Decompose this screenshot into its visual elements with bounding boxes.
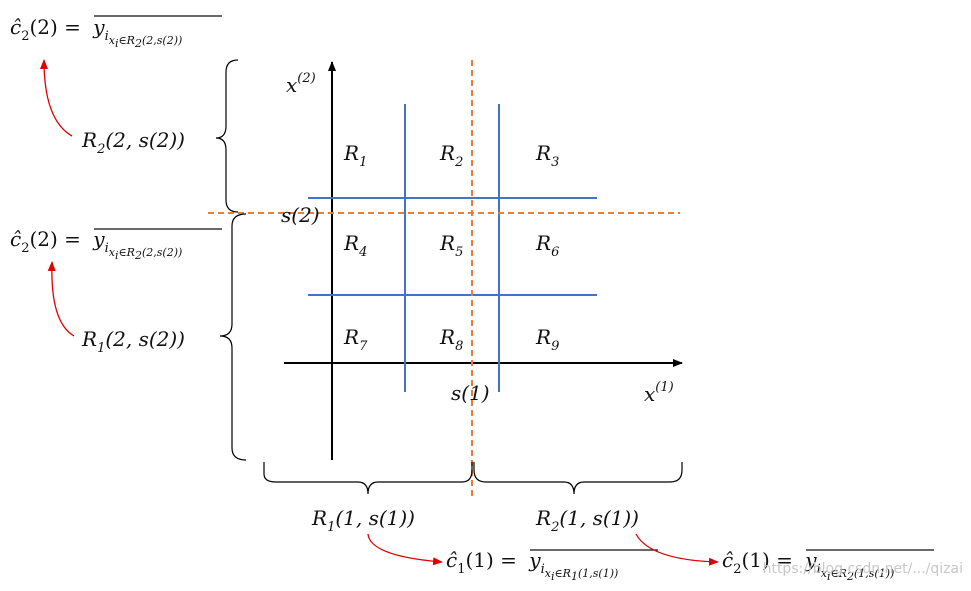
formula-bottom-right: ĉ2(1) = yixi∈R2(1,s(1)) (722, 548, 934, 583)
watermark: https://blog.csdn.net/.../qizai (762, 561, 963, 577)
region-label-1: R1 (343, 141, 367, 170)
y-axis-label: x(2) (286, 71, 316, 97)
brace-bottom-right (473, 462, 683, 495)
brace-bottom-left (263, 462, 473, 495)
brace-left-lower (219, 213, 247, 461)
arrow-top-formula (40, 59, 73, 137)
partition-label-left-lower: R1(2, s(2)) (81, 327, 185, 356)
partition-label-bottom-left: R1(1, s(1)) (311, 506, 415, 535)
partition-label-bottom-right: R2(1, s(1)) (535, 506, 639, 535)
region-label-7: R7 (343, 325, 368, 354)
arrow-bottom-right-formula (635, 533, 719, 566)
region-label-9: R9 (535, 325, 559, 354)
split-label-s2: s(2) (281, 203, 320, 227)
region-label-4: R4 (343, 231, 367, 260)
split-label-s1: s(1) (451, 381, 490, 405)
formula-middle: ĉ2(2) = yixi∈R2(2,s(2)) (10, 227, 222, 262)
arrow-middle-formula (47, 261, 75, 337)
partition-label-left-upper: R2(2, s(2)) (81, 128, 185, 157)
x-axis-label: x(1) (644, 380, 674, 406)
svg-text:ĉ2(1) = yixi∈R2(1,s(1)): ĉ2(1) = yixi∈R2(1,s(1)) (722, 548, 894, 583)
formula-bottom-left: ĉ1(1) = yixi∈R1(1,s(1)) (446, 548, 658, 583)
svg-text:ĉ1(1) = yixi∈R1(1,s(1)): ĉ1(1) = yixi∈R1(1,s(1)) (446, 548, 618, 583)
region-label-8: R8 (439, 325, 463, 354)
region-label-6: R6 (535, 231, 559, 260)
formula-top: ĉ2(2) = yixi∈R2(2,s(2)) (10, 15, 222, 50)
brace-left-upper (215, 59, 239, 213)
arrow-bottom-left-formula (367, 533, 443, 566)
region-label-3: R3 (535, 141, 559, 170)
region-label-5: R5 (439, 231, 463, 260)
region-label-2: R2 (439, 141, 463, 170)
svg-text:ĉ2(2) = yixi∈R2(2,s(2)): ĉ2(2) = yixi∈R2(2,s(2)) (10, 227, 182, 262)
svg-text:ĉ2(2) = yixi∈R2(2,s(2)): ĉ2(2) = yixi∈R2(2,s(2)) (10, 15, 182, 50)
